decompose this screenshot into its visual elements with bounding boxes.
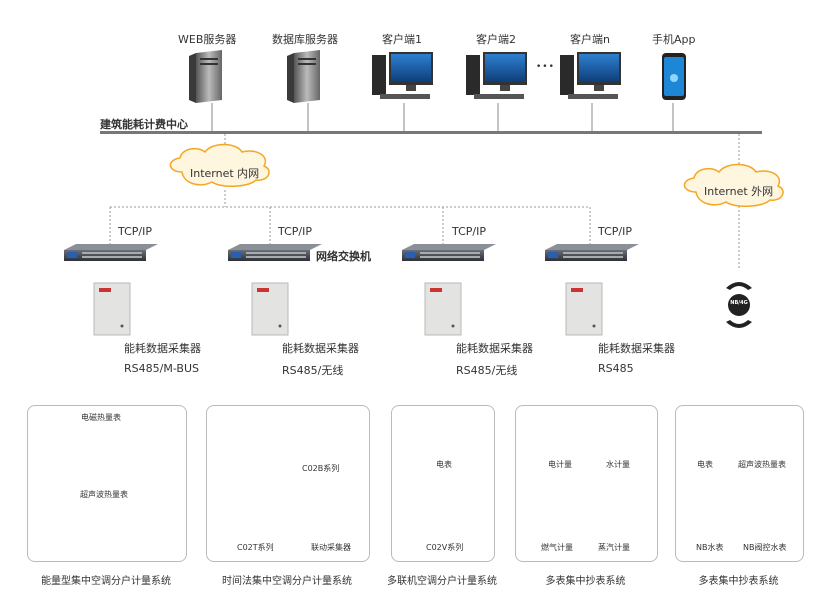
item-steam-metering: 蒸汽计量 bbox=[598, 543, 630, 552]
node-label-web-server: WEB服务器 bbox=[178, 33, 237, 46]
mobile-phone-icon bbox=[662, 53, 686, 100]
center-label: 建筑能耗计费中心 bbox=[100, 118, 188, 131]
item-ultrasonic-heat-meter-5: 超声波热量表 bbox=[738, 460, 786, 469]
branch-2-bus: RS485/无线 bbox=[282, 364, 344, 377]
client-n-icon bbox=[560, 52, 621, 99]
switch-2-icon bbox=[228, 244, 322, 261]
branch-1-collector: 能耗数据采集器 bbox=[124, 342, 201, 355]
item-linkage-collector: 联动采集器 bbox=[311, 543, 351, 552]
item-electric-meter-5: 电表 bbox=[697, 460, 713, 469]
extranet-label: Internet 外网 bbox=[704, 185, 774, 198]
client-1-icon bbox=[372, 52, 433, 99]
system-box-4: 电计量 水计量 燃气计量 蒸汽计量 bbox=[515, 405, 658, 562]
collector-cabinet-4-icon bbox=[565, 282, 603, 336]
item-electric-meter: 电表 bbox=[436, 460, 452, 469]
item-water-metering: 水计量 bbox=[606, 460, 630, 469]
item-c02v-series: C02V系列 bbox=[426, 543, 464, 552]
node-label-mobile-app: 手机App bbox=[652, 33, 696, 46]
node-label-client-1: 客户端1 bbox=[382, 33, 422, 46]
switch-label: 网络交换机 bbox=[316, 250, 371, 263]
branch-1-bus: RS485/M-BUS bbox=[124, 362, 199, 375]
branch-3-bus: RS485/无线 bbox=[456, 364, 518, 377]
item-electromagnetic-heat-meter: 电磁热量表 bbox=[81, 413, 121, 422]
collector-cabinet-1-icon bbox=[93, 282, 131, 336]
branch-2-collector: 能耗数据采集器 bbox=[282, 342, 359, 355]
branch-1-protocol: TCP/IP bbox=[118, 225, 152, 238]
intranet-label: Internet 内网 bbox=[190, 167, 260, 180]
node-label-db-server: 数据库服务器 bbox=[272, 33, 338, 46]
system-box-2: C02B系列 C02T系列 联动采集器 bbox=[206, 405, 370, 562]
item-nb-water-meter: NB水表 bbox=[696, 543, 724, 552]
system-box-5: 电表 超声波热量表 NB水表 NB阀控水表 bbox=[675, 405, 804, 562]
node-label-client-n: 客户端n bbox=[570, 33, 610, 46]
web-server-icon bbox=[189, 50, 222, 103]
item-nb-valve-water-meter: NB阀控水表 bbox=[743, 543, 787, 552]
system-box-3: 电表 C02V系列 bbox=[391, 405, 495, 562]
switch-1-icon bbox=[64, 244, 158, 261]
collector-cabinet-3-icon bbox=[424, 282, 462, 336]
system-caption-4: 多表集中抄表系统 bbox=[545, 576, 626, 587]
branch-4-bus: RS485 bbox=[598, 362, 634, 375]
backbone-line bbox=[100, 131, 762, 134]
branch-3-protocol: TCP/IP bbox=[452, 225, 486, 238]
system-caption-1: 能量型集中空调分户计量系统 bbox=[41, 576, 171, 587]
intranet-cloud-icon bbox=[169, 143, 270, 187]
item-ultrasonic-heat-meter: 超声波热量表 bbox=[80, 490, 128, 499]
item-c02t-series: C02T系列 bbox=[237, 543, 274, 552]
database-server-icon bbox=[287, 50, 320, 103]
collector-cabinet-2-icon bbox=[251, 282, 289, 336]
nb-4g-label: NB/4G bbox=[730, 300, 748, 306]
extranet-cloud-icon bbox=[683, 163, 784, 207]
system-box-1: 电磁热量表 超声波热量表 bbox=[27, 405, 187, 562]
system-caption-3: 多联机空调分户计量系统 bbox=[387, 576, 497, 587]
item-gas-metering: 燃气计量 bbox=[541, 543, 573, 552]
item-c02b-series: C02B系列 bbox=[302, 464, 340, 473]
branch-2-protocol: TCP/IP bbox=[278, 225, 312, 238]
node-label-client-2: 客户端2 bbox=[476, 33, 516, 46]
switch-3-icon bbox=[402, 244, 496, 261]
system-caption-5: 多表集中抄表系统 bbox=[698, 576, 779, 587]
branch-3-collector: 能耗数据采集器 bbox=[456, 342, 533, 355]
wireless-signal-icon bbox=[726, 282, 752, 328]
client-2-icon bbox=[466, 52, 527, 99]
item-electric-metering: 电计量 bbox=[548, 460, 572, 469]
switch-4-icon bbox=[545, 244, 639, 261]
branch-4-protocol: TCP/IP bbox=[598, 225, 632, 238]
ellipsis-dots: ••• bbox=[536, 62, 555, 72]
system-caption-2: 时间法集中空调分户计量系统 bbox=[222, 576, 352, 587]
branch-4-collector: 能耗数据采集器 bbox=[598, 342, 675, 355]
